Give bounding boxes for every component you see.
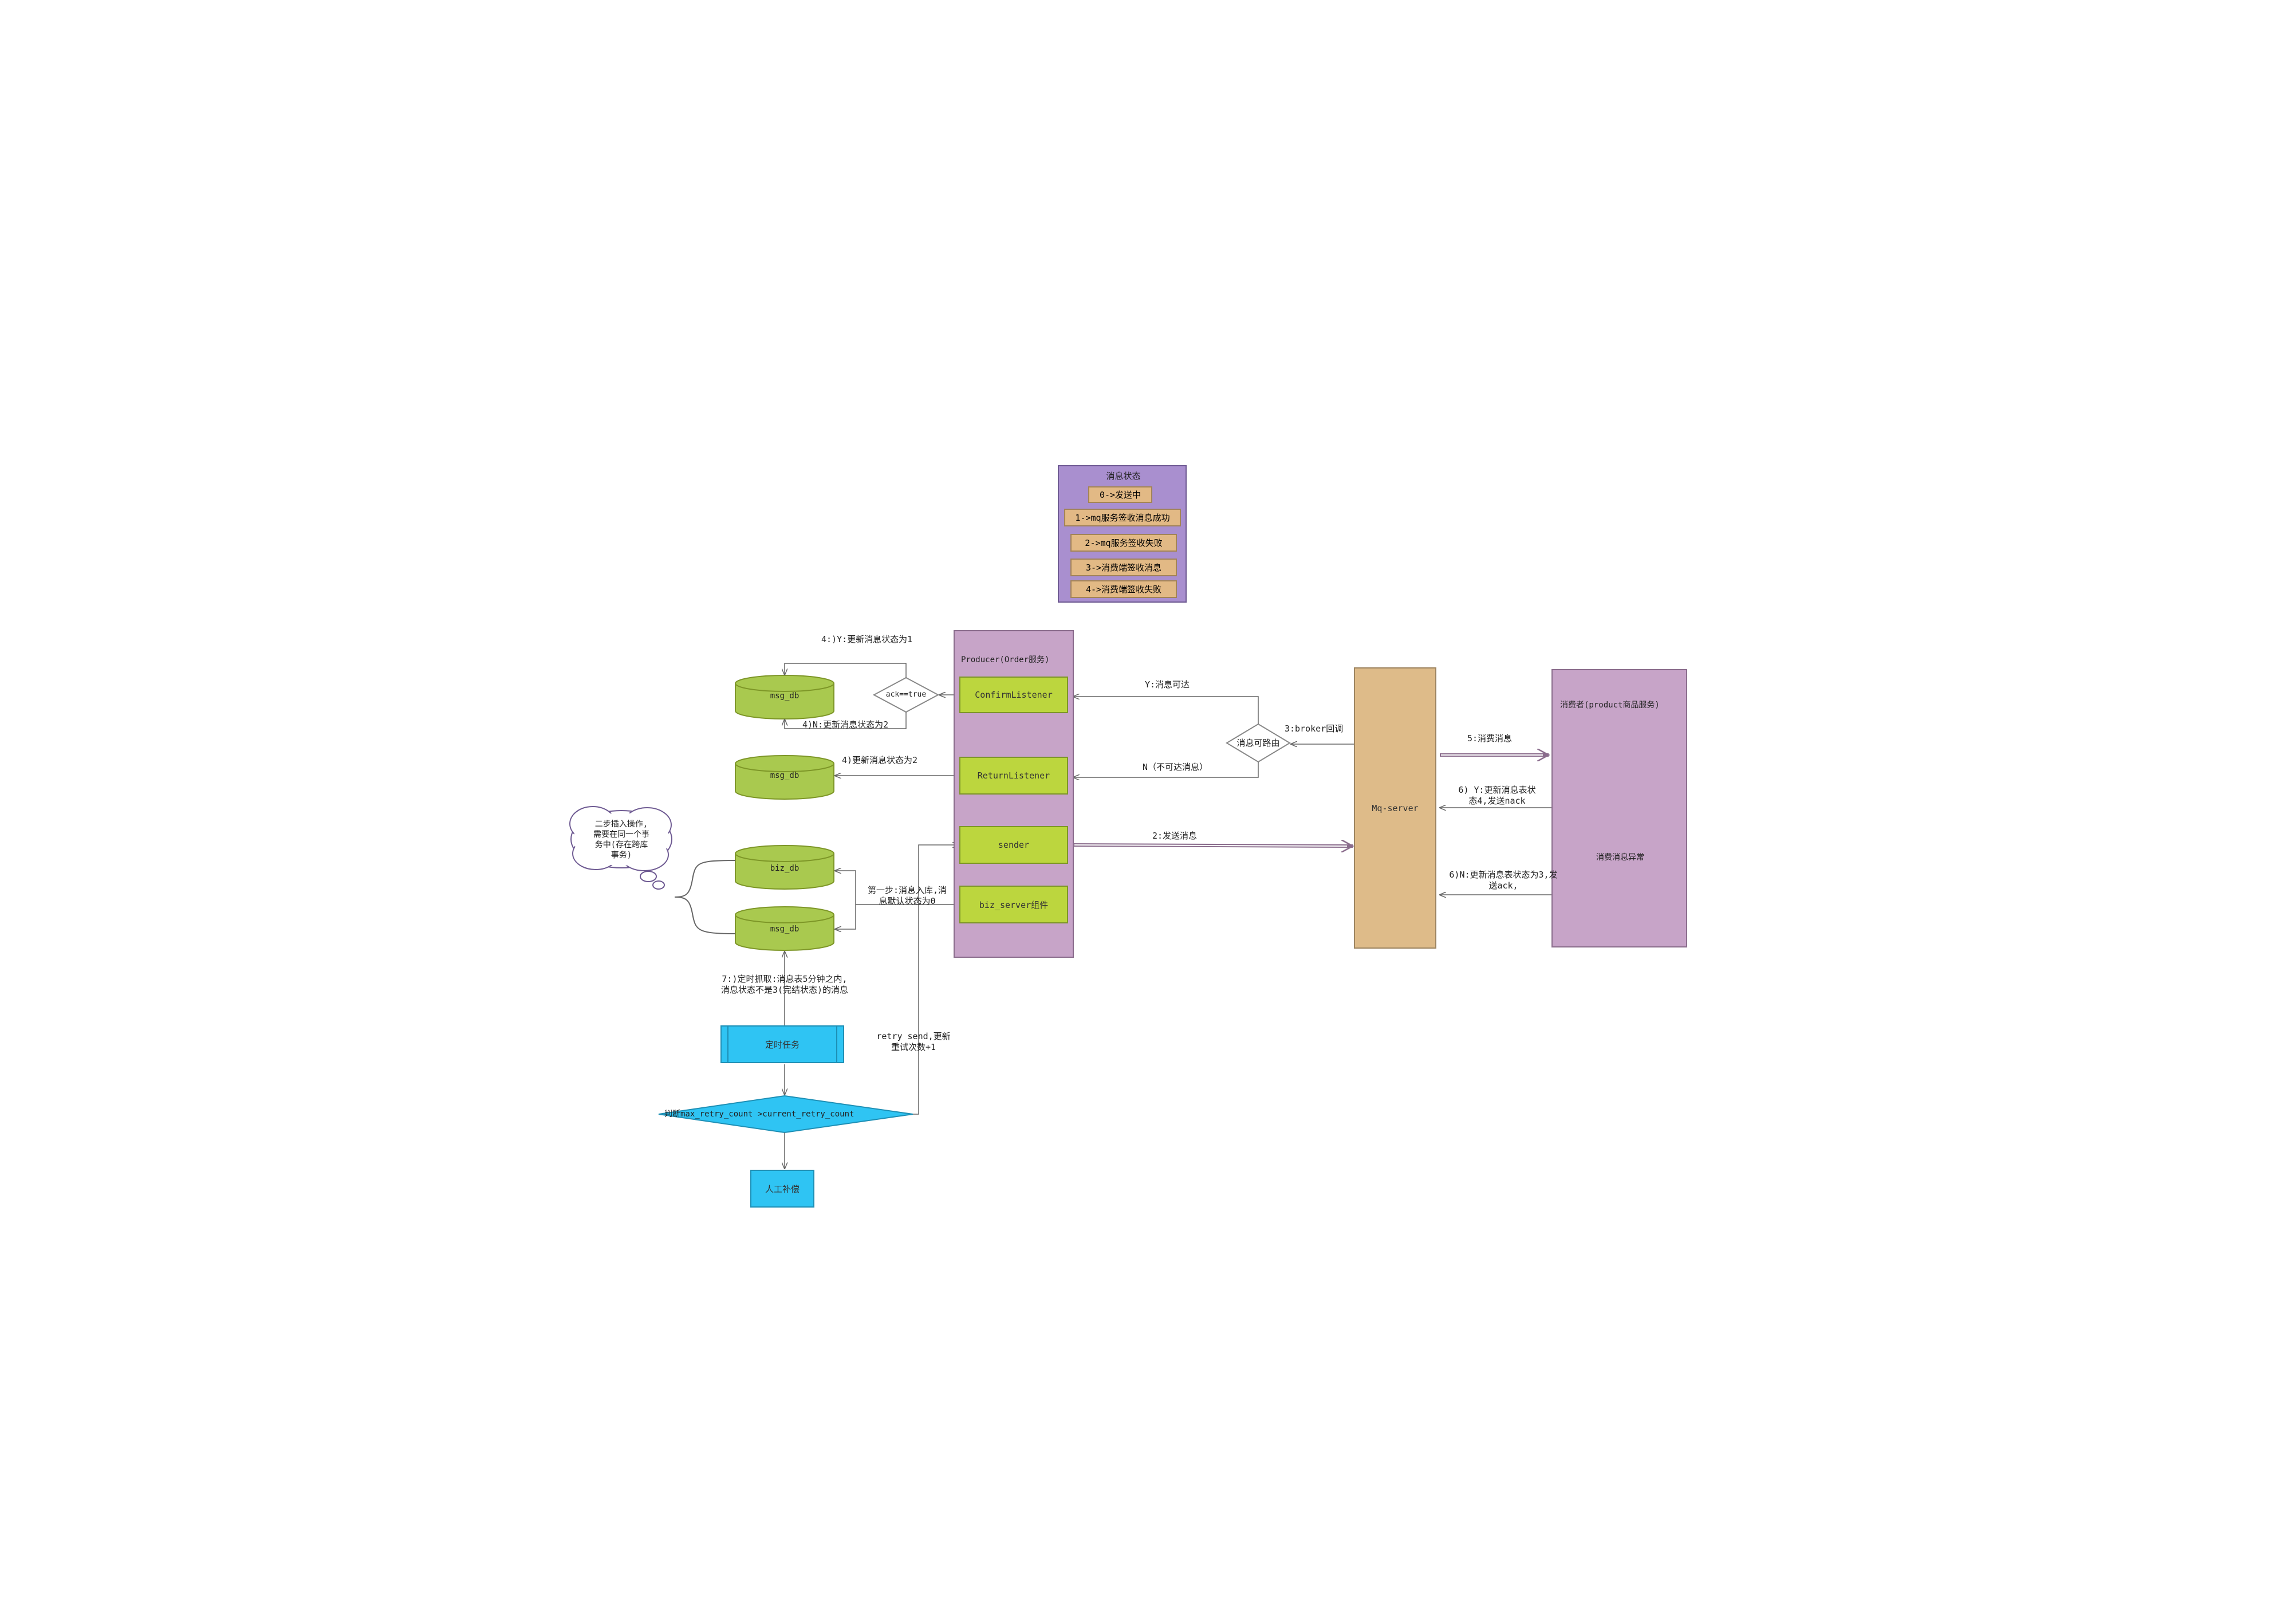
producer-title: Producer(Order服务) — [961, 655, 1050, 664]
edge-routable-yes — [1073, 697, 1259, 724]
mq-server: Mq-server — [1354, 667, 1436, 949]
db-cylinder-msg-db-local — [735, 906, 834, 951]
biz-server-component: biz_server组件 — [959, 886, 1068, 923]
decision-ack-check — [872, 677, 940, 713]
consumer-panel — [1551, 669, 1687, 947]
edge-label-consumer-no: 6)N:更新消息表状态为3,发 送ack, — [1449, 870, 1558, 891]
status-item-2: 2->mq服务签收失败 — [1070, 534, 1177, 552]
manual-compensation: 人工补偿 — [750, 1170, 814, 1208]
edge-label-ack-no: 4)N:更新消息状态为2 — [802, 719, 889, 730]
biz-db-label: biz_db — [770, 864, 800, 873]
mq-server-label: Mq-server — [1372, 803, 1419, 813]
cloud-note-shape — [569, 806, 672, 890]
edge-label-send-message: 2:发送消息 — [1152, 831, 1198, 841]
edge-label-ack-yes: 4:)Y:更新消息状态为1 — [821, 634, 913, 644]
brace-connector — [674, 860, 736, 934]
scheduled-task: 定时任务 — [720, 1025, 844, 1063]
db-cylinder-msg-db-return — [735, 755, 834, 800]
edge-label-step-one: 第一步:消息入库,消 息默认状态为0 — [867, 885, 947, 906]
edge-label-routable-yes: Y:消息可达 — [1145, 679, 1190, 690]
edge-label-broker-callback: 3:broker回调 — [1285, 723, 1344, 734]
msg-db-confirm-label: msg_db — [770, 691, 800, 701]
retry-check-label: 判断max_retry_count >current_retry_count — [664, 1110, 854, 1119]
status-panel-title: 消息状态 — [1106, 471, 1141, 481]
db-cylinder-msg-db-confirm — [735, 675, 834, 719]
msg-db-return-label: msg_db — [770, 771, 800, 780]
edge-routable-no — [1073, 762, 1259, 777]
consumer-exception-label: 消费消息异常 — [1596, 853, 1644, 862]
ack-check-label: ack==true — [885, 690, 927, 699]
status-item-4: 4->消费端签收失败 — [1070, 580, 1177, 598]
msg-db-local-label: msg_db — [770, 925, 800, 934]
edge-ack-no — [785, 712, 907, 729]
confirm-listener: ConfirmListener — [959, 677, 1068, 713]
edge-retry-send — [913, 845, 959, 1115]
scheduled-task-label: 定时任务 — [765, 1039, 800, 1050]
edge-label-retry-send: retry send,更新 重试次数+1 — [876, 1031, 951, 1052]
edge-step-one-biz — [835, 871, 960, 905]
status-item-0: 0->发送中 — [1088, 486, 1152, 503]
cloud-note-text: 二步插入操作, 需要在同一个事 务中(存在跨库 事务) — [593, 820, 649, 860]
sender: sender — [959, 826, 1068, 864]
edge-label-scheduled-fetch: 7:)定时抓取:消息表5分钟之内, 消息状态不是3(完结状态)的消息 — [720, 974, 849, 995]
status-item-1: 1->mq服务签收消息成功 — [1064, 509, 1181, 526]
return-listener: ReturnListener — [959, 757, 1068, 795]
edge-label-return-update: 4)更新消息状态为2 — [842, 755, 918, 765]
routable-check-label: 消息可路由 — [1236, 738, 1280, 748]
consumer-title: 消费者(product商品服务) — [1560, 701, 1660, 710]
decision-routable-check — [1226, 723, 1291, 763]
edge-ack-yes — [785, 663, 907, 678]
status-item-3: 3->消费端签收消息 — [1070, 559, 1177, 576]
edge-label-consumer-yes: 6) Y:更新消息表状 态4,发送nack — [1458, 785, 1536, 806]
db-cylinder-biz-db — [735, 845, 834, 890]
edge-label-consume: 5:消费消息 — [1467, 733, 1513, 744]
edge-label-routable-no: N（不可达消息） — [1143, 762, 1208, 772]
edge-step-one-msg — [835, 905, 856, 929]
